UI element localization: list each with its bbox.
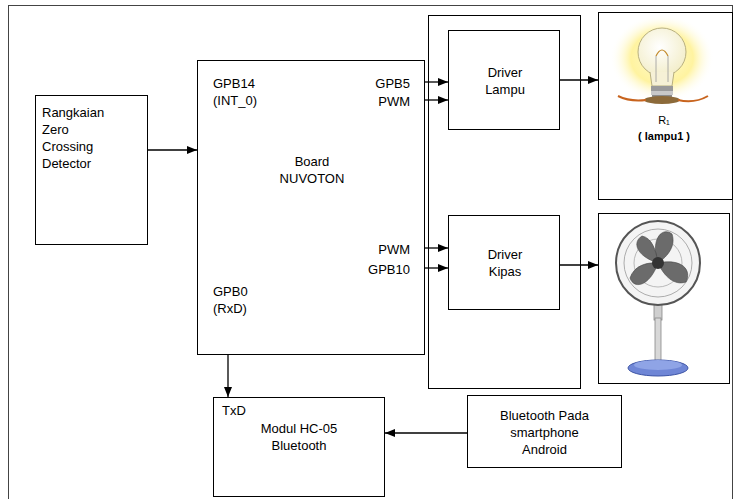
node-text: Modul HC-05 Bluetooth bbox=[254, 420, 344, 454]
pin-label: PWM bbox=[378, 93, 410, 110]
connector-arrow bbox=[148, 149, 197, 150]
fan-illustration bbox=[616, 221, 700, 376]
node-text: Bluetooth Pada smartphone Android bbox=[496, 407, 593, 458]
detector-box: Rangkaian Zero Crossing Detector bbox=[35, 95, 148, 245]
connector-arrow bbox=[560, 79, 598, 80]
lamp-box: R₁( lampu1 ) bbox=[598, 12, 733, 200]
pin-label: GPB5 bbox=[375, 75, 410, 92]
smartphone-box: Bluetooth Pada smartphone Android bbox=[467, 395, 622, 468]
bluetooth-module-box: TxD Modul HC-05 Bluetooth bbox=[213, 397, 385, 497]
connector-arrow bbox=[425, 81, 448, 82]
node-text: R₁ bbox=[599, 113, 729, 128]
page-frame bbox=[9, 6, 733, 499]
node-text: Driver Lampu bbox=[475, 64, 535, 98]
pin-label: GPB14 (INT_0) bbox=[213, 75, 273, 109]
driver-container bbox=[429, 16, 581, 389]
board-box: GPB14 (INT_0)GPB5PWMBoard NUVOTONPWMGPB1… bbox=[197, 60, 425, 355]
connector-arrow bbox=[425, 267, 448, 268]
driver-box: Driver Lampu bbox=[448, 30, 560, 130]
connector-arrow bbox=[425, 247, 448, 248]
connector-arrow bbox=[385, 432, 467, 433]
node-text: Driver Kipas bbox=[475, 246, 535, 280]
pin-label: GPB0 (RxD) bbox=[213, 283, 273, 317]
node-text: TxD bbox=[222, 402, 246, 419]
node-text: Rangkaian Zero Crossing Detector bbox=[42, 104, 114, 172]
pin-label: PWM bbox=[378, 241, 410, 258]
driver-box: Driver Kipas bbox=[448, 215, 560, 310]
pin-label: GPB10 bbox=[368, 261, 410, 278]
node-text: Board NUVOTON bbox=[277, 153, 347, 187]
fan-box bbox=[599, 214, 730, 384]
connector-arrow bbox=[425, 99, 448, 100]
node-text: ( lampu1 ) bbox=[599, 129, 729, 144]
lamp-illustration bbox=[610, 14, 714, 104]
connector-arrow bbox=[227, 355, 228, 397]
fan-arrow bbox=[560, 264, 598, 265]
